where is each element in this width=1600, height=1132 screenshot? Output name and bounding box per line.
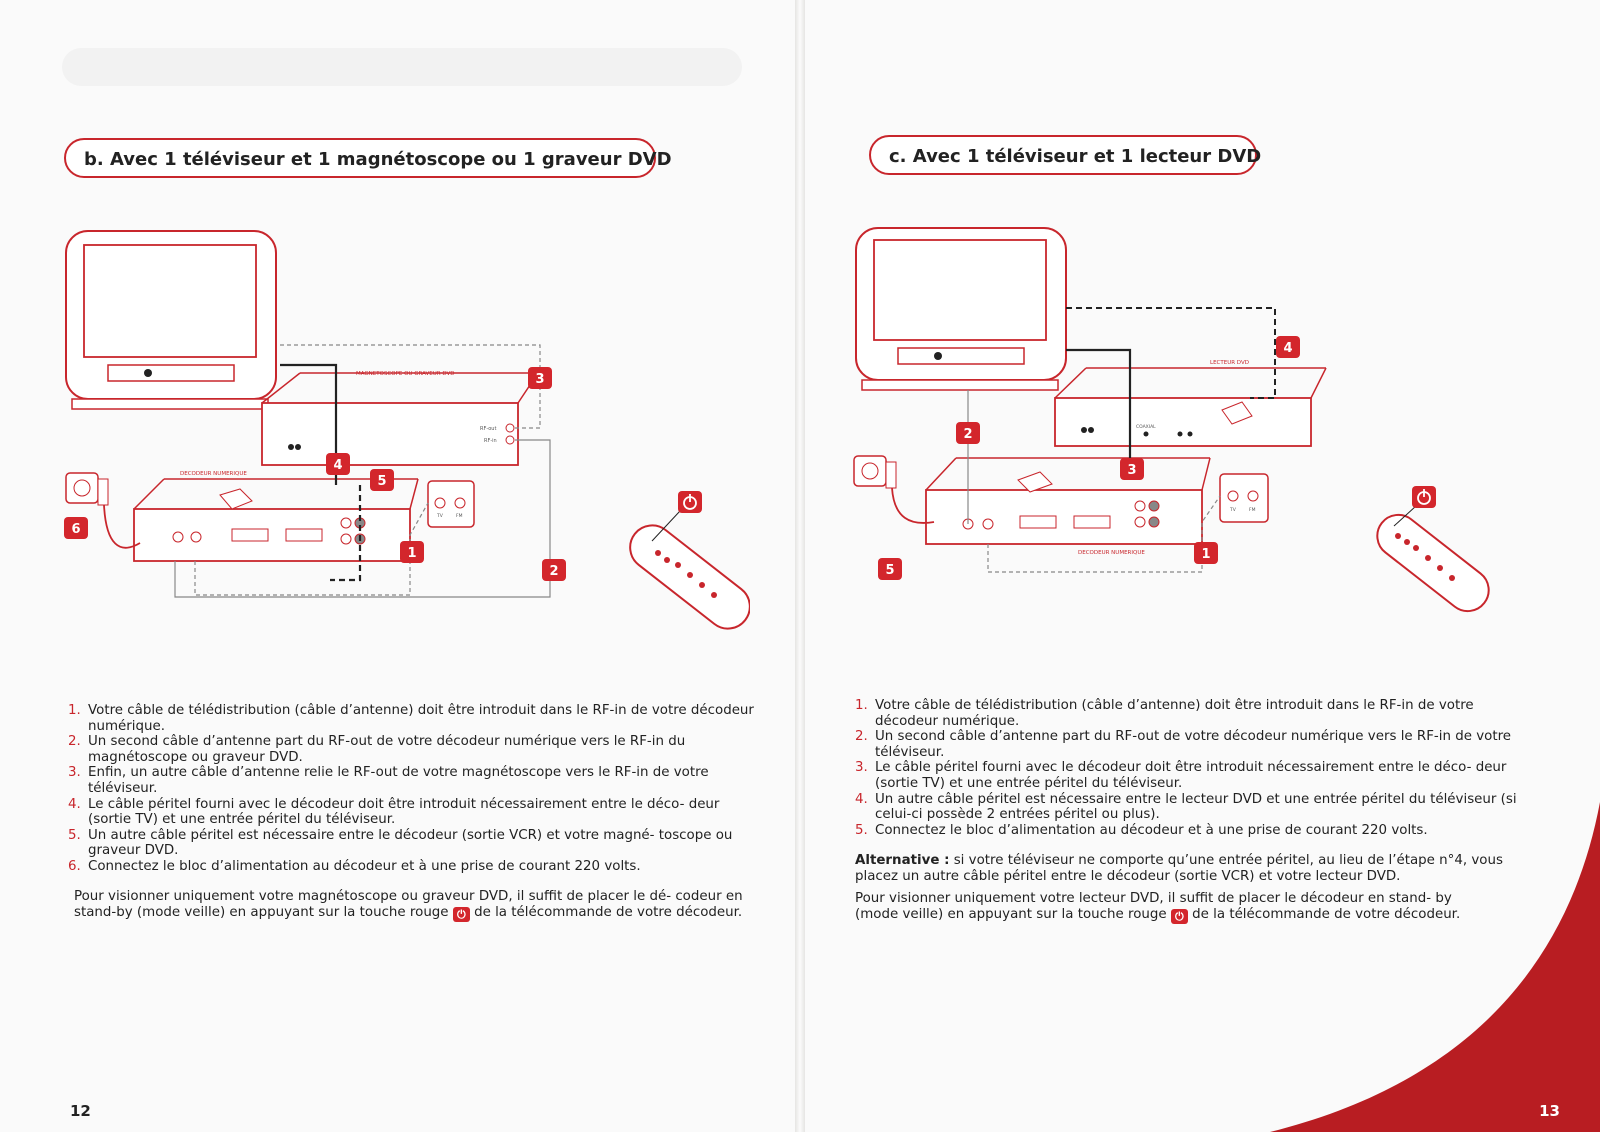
svg-text:4: 4: [333, 458, 342, 473]
step-item: 3.Le câble péritel fourni avec le décode…: [855, 760, 1507, 791]
power-icon: [1412, 486, 1436, 508]
step-item: 6.Connectez le bloc d’alimentation au dé…: [68, 858, 641, 874]
antenna-wall-outlet: TV FM: [427, 480, 475, 528]
remote-control-icon: [629, 510, 750, 630]
coaxial-label: COAXIAL: [1136, 424, 1156, 430]
tv-port-label: TV: [436, 513, 444, 519]
svg-text:3: 3: [535, 372, 544, 387]
power-plug-icon: [65, 472, 141, 549]
decoder-device: DECODEUR NUMERIQUE: [133, 471, 419, 562]
recorder-label: MAGNETOSCOPE OU GRAVEUR DVD: [356, 371, 455, 377]
television-icon: [855, 227, 1067, 391]
step-badge-1: 1: [400, 541, 424, 563]
section-c-heading: c. Avec 1 téléviseur et 1 lecteur DVD: [869, 135, 1261, 175]
dvd-player-device: LECTEUR DVD COAXIAL: [1054, 360, 1327, 447]
television-icon: [65, 230, 277, 410]
svg-text:2: 2: [549, 564, 558, 579]
alternative-note: Alternative : si votre téléviseur ne com…: [855, 853, 1503, 884]
left-steps-list: 1.Votre câble de télédistribution (câble…: [68, 703, 758, 875]
show-through-band: [62, 48, 742, 86]
step-badge-5: 5: [878, 558, 902, 580]
step-item: 1.Votre câble de télédistribution (câble…: [68, 703, 754, 734]
step-item: 3.Enfin, un autre câble d’antenne relie …: [68, 765, 709, 796]
step-item: 5.Un autre câble péritel est nécessaire …: [68, 827, 733, 859]
right-page: c. Avec 1 téléviseur et 1 lecteur DVD LE…: [805, 0, 1600, 1132]
step-badge-2: 2: [956, 422, 980, 444]
svg-text:6: 6: [71, 522, 80, 537]
rf-in-port-label: RF-in: [484, 438, 497, 444]
step-badge-6: 6: [64, 517, 88, 539]
recorder-device: MAGNETOSCOPE OU GRAVEUR DVD RF-out RF-in: [261, 371, 539, 466]
svg-text:1: 1: [1201, 547, 1210, 562]
step-badge-3: 3: [528, 367, 552, 389]
fm-port-label: FM: [456, 513, 463, 519]
fm-port-label: FM: [1249, 507, 1256, 513]
left-standby-note: Pour visionner uniquement votre magnétos…: [74, 889, 743, 922]
decoder-label: DECODEUR NUMERIQUE: [1078, 550, 1145, 556]
step-badge-1: 1: [1194, 542, 1218, 564]
remote-control-icon: [1376, 505, 1490, 613]
step-item: 5.Connectez le bloc d’alimentation au dé…: [855, 822, 1428, 838]
connection-diagram-vcr: MAGNETOSCOPE OU GRAVEUR DVD RF-out RF-in…: [64, 230, 750, 630]
power-plug-icon: [853, 455, 935, 524]
svg-text:1: 1: [407, 546, 416, 561]
step-badge-4: 4: [326, 453, 350, 475]
step-item: 4.Un autre câble péritel est nécessaire …: [855, 791, 1517, 823]
svg-text:5: 5: [377, 474, 386, 489]
antenna-wall-outlet: TV FM: [1219, 473, 1269, 523]
step-badge-3: 3: [1120, 458, 1144, 480]
step-item: 2.Un second câble d’antenne part du RF-o…: [68, 734, 686, 765]
connection-diagram-dvd: LECTEUR DVD COAXIAL DECODEUR NUMERIQUE: [853, 227, 1490, 613]
right-standby-note: Pour visionner uniquement votre lecteur …: [855, 891, 1461, 924]
power-icon: ⏻: [1170, 908, 1188, 924]
page-gutter: [795, 0, 805, 1132]
tv-port-label: TV: [1229, 507, 1237, 513]
svg-text:5: 5: [885, 563, 894, 578]
right-steps-list: 1.Votre câble de télédistribution (câble…: [855, 698, 1535, 838]
svg-text:4: 4: [1283, 341, 1292, 356]
step-badge-5: 5: [370, 469, 394, 491]
decoder-label: DECODEUR NUMERIQUE: [180, 471, 247, 477]
decorative-corner: [1270, 802, 1600, 1132]
dvd-player-label: LECTEUR DVD: [1210, 360, 1249, 366]
page-number: 13: [1539, 1102, 1560, 1120]
svg-text:2: 2: [963, 427, 972, 442]
page-number: 12: [70, 1102, 91, 1120]
step-item: 4.Le câble péritel fourni avec le décode…: [68, 796, 720, 828]
power-icon: [678, 491, 702, 513]
step-badge-4: 4: [1276, 336, 1300, 358]
section-b-heading: b. Avec 1 téléviseur et 1 magnétoscope o…: [64, 138, 672, 178]
step-badge-2: 2: [542, 559, 566, 581]
decoder-device: DECODEUR NUMERIQUE: [925, 457, 1211, 556]
step-item: 2.Un second câble d’antenne part du RF-o…: [855, 729, 1512, 760]
power-icon: ⏻: [452, 906, 470, 922]
svg-text:3: 3: [1127, 463, 1136, 478]
rf-out-port-label: RF-out: [480, 426, 496, 432]
left-page: b. Avec 1 téléviseur et 1 magnétoscope o…: [0, 0, 795, 1132]
step-item: 1.Votre câble de télédistribution (câble…: [855, 698, 1474, 729]
